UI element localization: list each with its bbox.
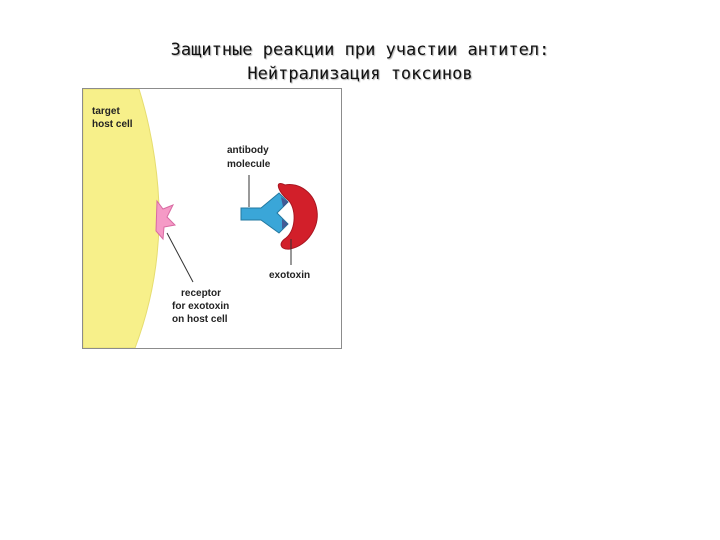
receptor-label-line-1: receptor xyxy=(181,288,221,299)
antibody-label-line-2: molecule xyxy=(227,159,271,170)
receptor-label-line-3: on host cell xyxy=(172,314,228,325)
antibody-label-line-1: antibody xyxy=(227,145,269,156)
receptor xyxy=(155,199,177,241)
receptor-leader-line xyxy=(166,232,194,283)
toxin-neutralization-diagram: target host cell antibody molecule exoto… xyxy=(82,88,342,349)
exotoxin-label: exotoxin xyxy=(269,270,310,281)
slide-title-line-1: Защитные реакции при участии антител: xyxy=(170,40,550,60)
target-host-cell-label-line-2: host cell xyxy=(92,119,133,130)
antibody-toxin-binding-site xyxy=(281,197,288,229)
target-host-cell-label-line-1: target xyxy=(92,106,120,117)
diagram-canvas: target host cell antibody molecule exoto… xyxy=(83,89,318,348)
slide-title: Защитные реакции при участии антител: Не… xyxy=(0,38,720,86)
receptor-label-line-2: for exotoxin xyxy=(172,301,229,312)
slide-title-line-2: Нейтрализация токсинов xyxy=(247,64,473,84)
exotoxin xyxy=(277,183,318,250)
antibody-molecule xyxy=(240,192,289,234)
